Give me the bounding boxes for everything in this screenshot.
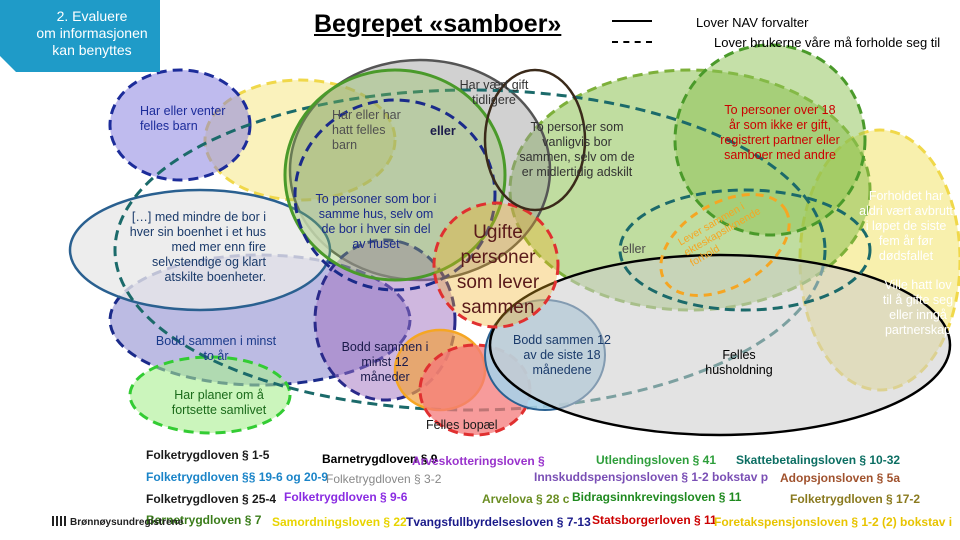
- law-item: Samordningsloven § 22: [272, 515, 407, 529]
- label-har-hatt: Har eller har hatt felles barn: [332, 108, 401, 152]
- label-felles-bopel: Felles bopæl: [426, 418, 498, 432]
- brreg-logo: Brønnøysundregistrene: [52, 516, 183, 528]
- law-item: Folketrygdloven § 25-4: [146, 492, 277, 506]
- label-forholdet: Forholdet har aldri vært avbrutt i løpet…: [859, 189, 953, 263]
- law-item: Skattebetalingsloven § 10-32: [736, 453, 901, 467]
- law-item: Utlendingsloven § 41: [596, 453, 717, 467]
- section-badge: 2. Evaluere om informasjonen kan benytte…: [0, 0, 166, 72]
- legend-dashed-line: [612, 41, 652, 43]
- page-title: Begrepet «samboer»: [314, 10, 562, 38]
- law-item: Folketrygdloven § 17-2: [790, 492, 921, 506]
- legend-solid-line: [612, 20, 652, 22]
- legend-solid-text: Lover NAV forvalter: [696, 15, 809, 30]
- law-item: Arveskotteringsloven §: [412, 454, 545, 468]
- region-orange-lever: [659, 193, 791, 297]
- region-husholdning: [488, 253, 952, 437]
- law-item: Barnetrygdloven § 9: [322, 452, 438, 466]
- law-item: Folketrygdloven § 1-5: [146, 448, 270, 462]
- label-mindre-de: […] med mindre de bor i hver sin boenhet…: [129, 210, 266, 284]
- law-item: Arvelova § 28 c: [482, 492, 570, 506]
- label-felles-husholdning: Felles husholdning: [705, 348, 773, 377]
- logo-icon: [52, 516, 66, 526]
- law-item: Innskuddspensjonsloven § 1-2 bokstav p: [534, 470, 769, 484]
- label-bodd-12-18: Bodd sammen 12 av de siste 18 månedene: [513, 333, 611, 377]
- legend-dashed-text: Lover brukerne våre må forholde seg til: [714, 35, 941, 50]
- label-har-venter: Har eller venter felles barn: [140, 104, 226, 133]
- center-circle: [432, 201, 560, 329]
- label-ville-hatt: Ville hatt lov til å gifte seg eller inn…: [882, 278, 954, 337]
- region-brown: [483, 68, 587, 212]
- law-item: Folketrygdloven §§ 19-6 og 20-9: [146, 470, 329, 484]
- region-teal-right: [618, 188, 872, 312]
- law-item: Barnetrygdloven § 7: [146, 513, 262, 527]
- law-item: Statsborgerloven § 11: [592, 513, 717, 527]
- label-over-18: To personer over 18 år som ikke er gift,…: [720, 103, 840, 162]
- badge-line2: om informasjonen: [36, 25, 148, 41]
- badge-line3: kan benyttes: [52, 42, 132, 58]
- region-green-over18: [673, 43, 867, 237]
- law-item: Bidragsinnkrevingsloven § 11: [572, 490, 742, 504]
- badge-line1: 2. Evaluere: [56, 8, 128, 24]
- label-planer: Har planer om å fortsette samlivet: [171, 388, 267, 417]
- label-bor-i-samme: To personer som bor i samme hus, selv om…: [315, 192, 437, 251]
- region-boenhet: [68, 188, 332, 312]
- logo-text: Brønnøysundregistrene: [70, 517, 184, 528]
- label-to-personer: To personer som vanligvis bor sammen, se…: [519, 120, 635, 179]
- label-eller-2: eller: [622, 242, 646, 256]
- law-item: Folketrygdloven § 9-6: [284, 490, 408, 504]
- label-bodd-12: Bodd sammen i minst 12 måneder: [341, 340, 429, 384]
- law-item: Foretakspensjonsloven § 1-2 (2) bokstav …: [714, 515, 953, 529]
- label-bodd-min-to: Bodd sammen i minst to år: [155, 334, 277, 363]
- law-item: Adopsjonsloven § 5a: [780, 471, 901, 485]
- label-eller-1: eller: [430, 124, 456, 138]
- center-label: Ugifte personer som lever sammen: [456, 222, 540, 318]
- label-har-vaert-gift: Har vært gift tidligere: [459, 78, 529, 107]
- region-olive: [283, 68, 507, 282]
- region-navy-dashed: [293, 98, 497, 292]
- law-item: Folketrygdloven § 3-2: [326, 472, 442, 486]
- law-item: Tvangsfullbyrdelsesloven § 7-13: [406, 515, 591, 529]
